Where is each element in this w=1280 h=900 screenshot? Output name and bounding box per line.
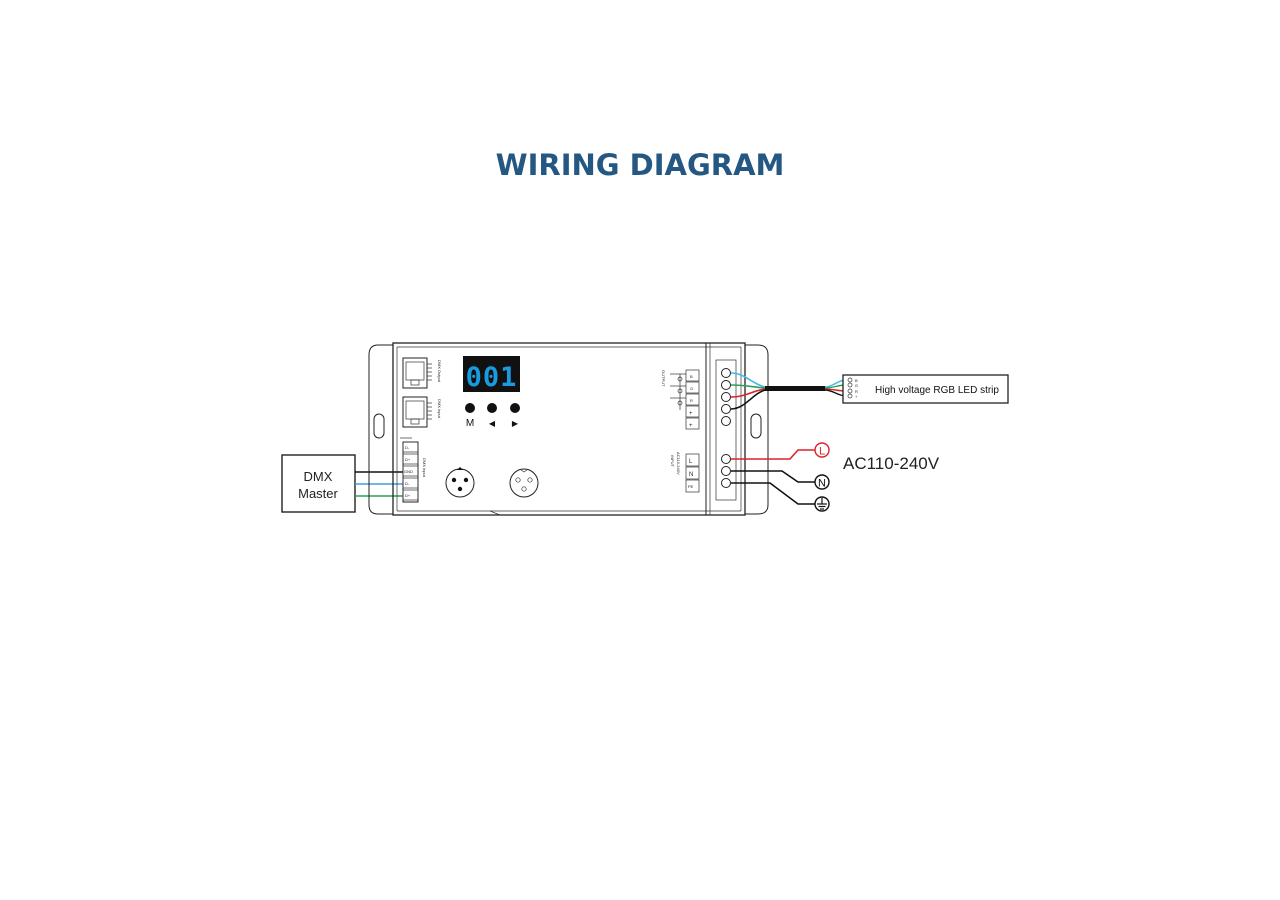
dmx-master-box: DMX Master (281, 454, 356, 513)
input-terminal-L: L (685, 453, 700, 467)
output-terminal-1: G (685, 381, 700, 394)
svg-text:+: + (689, 423, 693, 429)
neutral-terminal-symbol: N (814, 474, 830, 490)
svg-text:G: G (690, 386, 693, 391)
xlr-male-connector (445, 467, 475, 498)
dmx-terminal-3: D- (402, 477, 419, 489)
output-terminal-3: + (685, 405, 700, 418)
dmx-master-line1: DMX (304, 469, 333, 484)
svg-text:R: R (690, 398, 693, 403)
svg-text:L: L (689, 459, 693, 465)
right-button-label: ▶ (512, 419, 519, 428)
mode-button-label: M (466, 418, 474, 429)
led-strip-label: High voltage RGB LED strip (875, 385, 999, 396)
svg-text:D+: D+ (405, 493, 411, 498)
input-label: INPUT (670, 455, 675, 468)
led-pin-2: R (855, 389, 858, 394)
dmx-terminal-0: D- (402, 441, 419, 453)
controller-housing (368, 342, 769, 516)
led-pin-1: G (855, 383, 858, 388)
ac-wires: L N AC110-240V (731, 442, 940, 512)
dmx-terminal-4: D+ (402, 489, 419, 501)
output-terminal-2: R (685, 393, 700, 406)
left-button[interactable] (487, 403, 497, 413)
live-terminal-symbol: L (814, 442, 830, 458)
input-terminal-block: INPUT AC110-240V L N PE (670, 452, 700, 493)
svg-text:N: N (689, 472, 693, 478)
led-strip-box: B G R + High voltage RGB LED strip (842, 374, 1009, 404)
ground-icon (814, 496, 830, 512)
dmx-terminal-1: D+ (402, 453, 419, 465)
dmx-terminal-label: DMX Input (422, 458, 427, 478)
output-terminal-4: + (685, 417, 700, 430)
svg-text:+: + (689, 411, 693, 417)
display-value: 001 (466, 362, 518, 393)
dmx-master-line2: Master (298, 486, 338, 501)
dmx-terminal-block: D- D+ GND D- D+ DMX Input (402, 441, 427, 503)
ac-voltage-label: AC110-240V (843, 454, 940, 473)
rj45-port-bottom: DMX Input (402, 396, 442, 428)
svg-text:D+: D+ (405, 457, 411, 462)
led-pin-3: + (855, 394, 858, 399)
live-label: L (819, 446, 825, 458)
output-wires (730, 372, 847, 410)
input-terminal-N: N (685, 466, 700, 480)
rj45-label-bottom: DMX Input (437, 399, 442, 419)
rj45-label-top: DMX Output (437, 360, 442, 383)
right-screw-terminals (721, 368, 731, 488)
control-buttons: M ◀ ▶ (465, 403, 520, 429)
dmx-wires (355, 471, 403, 497)
svg-text:B: B (690, 374, 693, 379)
input-voltage-label: AC110-240V (676, 452, 681, 475)
xlr-female-connector (509, 468, 539, 498)
output-terminal-0: B (685, 369, 700, 382)
svg-text:GND: GND (404, 469, 413, 474)
svg-text:D-: D- (405, 481, 410, 486)
left-button-label: ◀ (489, 419, 496, 428)
neutral-label: N (818, 478, 826, 490)
svg-text:D-: D- (405, 445, 410, 450)
mode-button[interactable] (465, 403, 475, 413)
output-terminal-block: OUTPUT B G R + + (661, 369, 700, 430)
led-display: 001 (463, 356, 520, 393)
output-label: OUTPUT (661, 370, 666, 387)
right-button[interactable] (510, 403, 520, 413)
rj45-port-top: DMX Output (402, 357, 442, 389)
led-pin-0: B (855, 378, 858, 383)
dmx-terminal-2: GND (402, 465, 419, 477)
svg-text:PE: PE (688, 484, 694, 489)
page-title: WIRING DIAGRAM (495, 148, 785, 182)
input-terminal-PE: PE (685, 479, 700, 493)
